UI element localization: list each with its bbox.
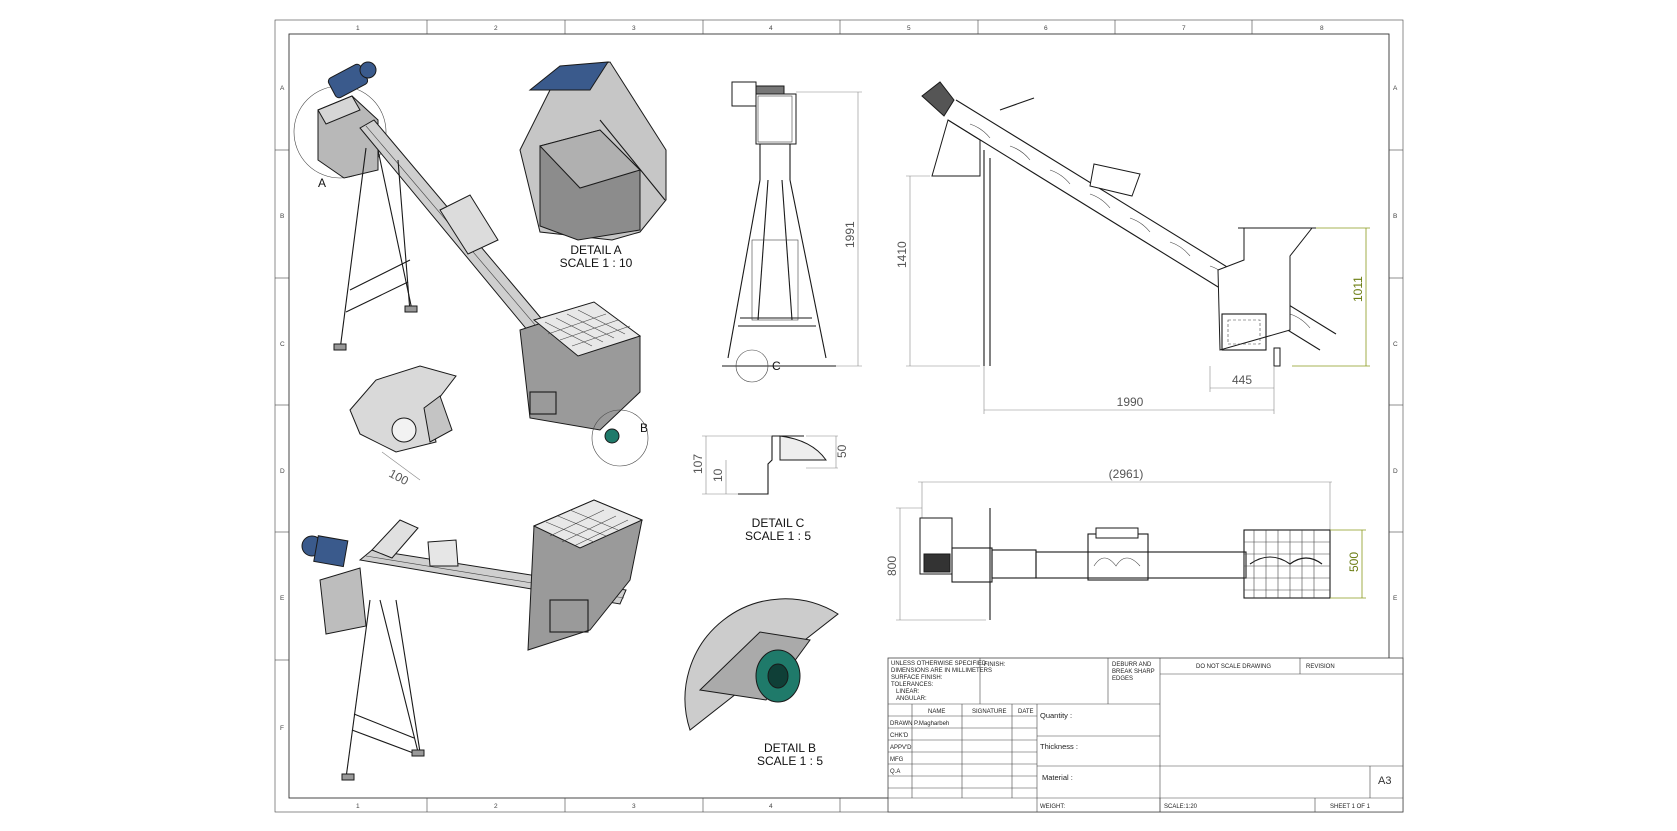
- zone-labels: 1 2 3 4 5 6 7 8 1 2 3 4 A B C D E F A B …: [280, 25, 1398, 810]
- tb-deburr-1: DEBURR AND: [1112, 662, 1152, 668]
- detail-b-callout: B: [640, 421, 648, 435]
- dim-2961: (2961): [1109, 467, 1144, 481]
- front-view: C 1991: [722, 81, 862, 383]
- tb-notes-4: TOLERANCES:: [891, 682, 934, 688]
- tb-row-chkd: CHK'D: [890, 733, 909, 739]
- tb-notes-1: UNLESS OTHERWISE SPECIFIED:: [891, 661, 988, 667]
- zone-row-d-left: D: [280, 468, 285, 475]
- dim-50: 50: [835, 444, 849, 458]
- zone-row-d-right: D: [1393, 468, 1398, 475]
- tb-do-not-scale: DO NOT SCALE DRAWING: [1196, 664, 1271, 670]
- dim-1991: 1991: [843, 221, 857, 248]
- detail-b-title: DETAIL B: [764, 741, 816, 755]
- zone-col-6-top: 6: [1044, 25, 1048, 32]
- dim-800: 800: [885, 556, 899, 576]
- tb-notes-2: DIMENSIONS ARE IN MILLIMETERS: [891, 668, 992, 674]
- tb-notes-3: SURFACE FINISH:: [891, 675, 943, 681]
- detail-b-scale: SCALE 1 : 5: [757, 754, 823, 768]
- zone-row-a-left: A: [280, 85, 285, 92]
- tb-col-name: NAME: [928, 709, 945, 715]
- dim-1410: 1410: [895, 241, 909, 268]
- tb-col-signature: SIGNATURE: [972, 709, 1007, 715]
- section-detail-100: 100: [349, 365, 457, 488]
- dim-10: 10: [711, 468, 725, 482]
- zone-col-1-bottom: 1: [356, 803, 360, 810]
- zone-row-a-right: A: [1393, 85, 1398, 92]
- detail-b-view: DETAIL B SCALE 1 : 5: [684, 598, 839, 768]
- zone-col-3-top: 3: [632, 25, 636, 32]
- title-block: UNLESS OTHERWISE SPECIFIED: DIMENSIONS A…: [887, 657, 1404, 813]
- dim-1990: 1990: [1117, 395, 1144, 409]
- tb-row-appvd: APPV'D: [890, 745, 912, 751]
- tb-notes-6: ANGULAR:: [896, 696, 927, 702]
- isometric-view-top: A B: [293, 61, 649, 467]
- outer-border: [274, 19, 1404, 813]
- dim-1011: 1011: [1351, 276, 1365, 302]
- zone-col-4-top: 4: [769, 25, 773, 32]
- dim-100: 100: [387, 466, 412, 488]
- tb-finish: FINISH:: [984, 662, 1006, 668]
- side-view: 1410 1011 445 1990: [895, 81, 1370, 414]
- zone-col-4-bottom: 4: [769, 803, 773, 810]
- tb-row-qa: Q.A: [890, 769, 900, 775]
- tb-deburr-3: EDGES: [1112, 676, 1133, 682]
- zone-row-c-right: C: [1393, 341, 1398, 348]
- zone-col-7-top: 7: [1182, 25, 1186, 32]
- detail-b-circle: [591, 409, 649, 467]
- zone-row-b-left: B: [280, 213, 284, 220]
- dim-445: 445: [1232, 373, 1252, 387]
- tb-drawn-name: P.Magharbeh: [914, 721, 949, 727]
- tb-deburr-2: BREAK SHARP: [1112, 669, 1155, 675]
- zone-col-1-top: 1: [356, 25, 360, 32]
- detail-a-scale: SCALE 1 : 10: [560, 256, 633, 270]
- tb-size: A3: [1378, 775, 1391, 787]
- tb-quantity: Quantity :: [1040, 711, 1072, 720]
- detail-c-callout: C: [772, 359, 781, 373]
- zone-row-f-left: F: [280, 725, 284, 732]
- zone-row-e-right: E: [1393, 595, 1398, 602]
- tb-weight: WEIGHT:: [1040, 804, 1065, 810]
- tb-scale: SCALE:1:20: [1164, 804, 1198, 810]
- dim-107: 107: [691, 454, 705, 474]
- top-view: (2961) 800 500: [885, 467, 1366, 621]
- tb-notes-5: LINEAR:: [896, 689, 920, 695]
- detail-a-view: DETAIL A SCALE 1 : 10: [519, 61, 667, 270]
- tb-material: Material :: [1042, 773, 1073, 782]
- zone-col-8-top: 8: [1320, 25, 1324, 32]
- detail-c-title: DETAIL C: [752, 516, 805, 530]
- tb-thickness: Thickness :: [1040, 742, 1078, 751]
- tb-revision: REVISION: [1306, 664, 1335, 670]
- zone-col-2-bottom: 2: [494, 803, 498, 810]
- tb-row-drawn: DRAWN: [890, 721, 912, 727]
- zone-col-3-bottom: 3: [632, 803, 636, 810]
- zone-row-e-left: E: [280, 595, 285, 602]
- zone-col-5-top: 5: [907, 25, 911, 32]
- zone-row-b-right: B: [1393, 213, 1397, 220]
- inner-border: [288, 33, 1390, 799]
- detail-c-circle: [735, 349, 769, 383]
- zone-col-2-top: 2: [494, 25, 498, 32]
- detail-c-scale: SCALE 1 : 5: [745, 529, 811, 543]
- tb-row-mfg: MFG: [890, 757, 904, 763]
- detail-a-callout: A: [318, 176, 326, 190]
- tb-col-date: DATE: [1018, 709, 1034, 715]
- isometric-view-bottom: [301, 499, 644, 781]
- detail-c-view: 107 10 50 DETAIL C SCALE 1 : 5: [691, 435, 849, 543]
- dim-500: 500: [1347, 552, 1361, 572]
- tb-sheet: SHEET 1 OF 1: [1330, 804, 1371, 810]
- detail-a-title: DETAIL A: [570, 243, 621, 257]
- zone-row-c-left: C: [280, 341, 285, 348]
